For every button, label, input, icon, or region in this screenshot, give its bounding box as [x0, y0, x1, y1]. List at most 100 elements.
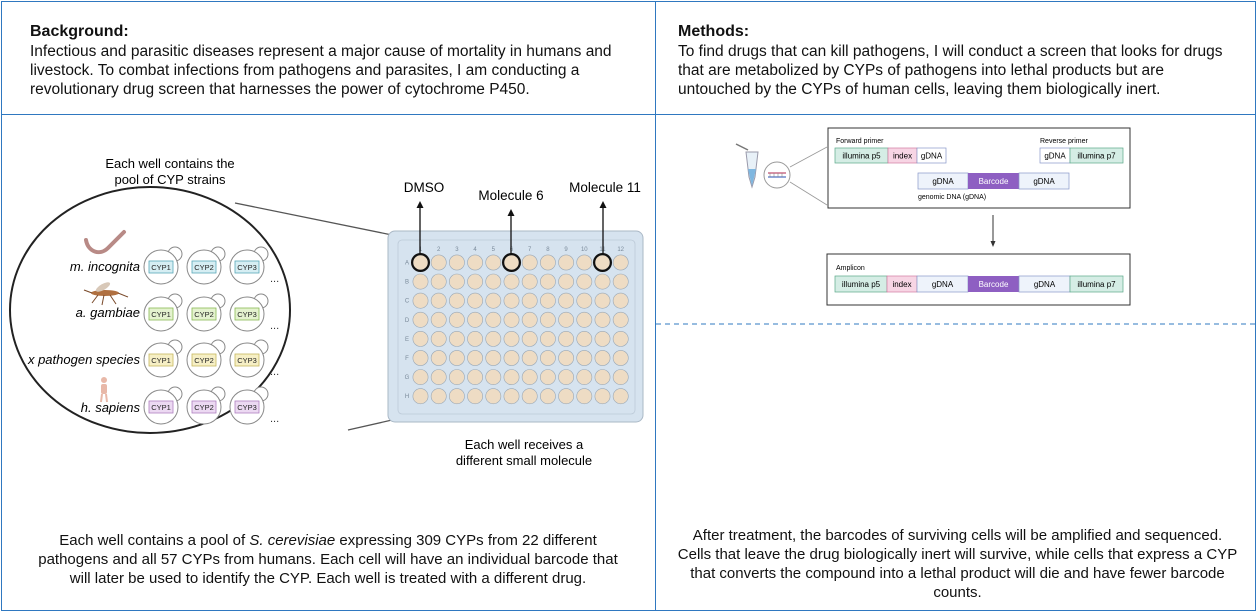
genomic-dna-label: genomic DNA (gDNA): [918, 194, 986, 201]
cyp-label: CYP1: [151, 263, 171, 272]
plate-well: [503, 330, 520, 347]
zoom-line-top: [234, 202, 393, 236]
species-label-h-sapiens: h. sapiens: [81, 400, 141, 415]
mosquito-icon: [83, 282, 129, 306]
plate-well: [521, 388, 538, 405]
cyp-tag: [191, 400, 217, 414]
plate-well: [521, 369, 538, 385]
plate-column-label: 9: [564, 247, 568, 253]
cyp-more-ellipsis: ...: [270, 320, 279, 332]
plate-well: [485, 330, 502, 347]
cyp-label: CYP2: [194, 263, 214, 272]
plate-well: [430, 388, 447, 405]
plate-well: [594, 311, 611, 328]
cyp-more-ellipsis: ...: [270, 413, 279, 425]
plate-well: [540, 292, 556, 309]
plate-column-label: 3: [455, 247, 459, 253]
genomic-gdna-left-label: gDNA: [932, 177, 954, 186]
plate-well: [448, 330, 465, 347]
amplicon-illumina-p7-segment: [1069, 275, 1124, 293]
screen-caption-before: Each well contains a pool of: [59, 532, 250, 549]
plate-well: [558, 311, 574, 328]
screen-caption-after: expressing 309 CYPs from 22 different pa…: [38, 532, 618, 587]
plate-well: [540, 273, 556, 290]
plate-well: [485, 388, 502, 405]
plate-well: [558, 369, 574, 385]
cyp-more-ellipsis: ...: [270, 366, 279, 378]
cyp-tag: [234, 353, 260, 367]
amplicon-label: Amplicon: [836, 265, 865, 272]
small-molecule-label-2: different small molecule: [456, 453, 592, 468]
plate-well: [430, 350, 447, 366]
species-label-x-pathogen: x pathogen species: [27, 352, 141, 367]
cyp-tag: [234, 307, 260, 321]
plate-well: [467, 330, 483, 347]
cyp-tag: [148, 307, 174, 321]
highlight-well-molecule-6: [502, 253, 522, 273]
plate-well: [576, 388, 593, 405]
cyp-label: CYP1: [151, 310, 171, 319]
forward-index-label: index: [893, 152, 912, 161]
plate-well: [430, 330, 447, 347]
plate-well: [576, 292, 593, 309]
plate-well: [540, 388, 556, 405]
plate-well: [412, 273, 429, 290]
cyp-label: CYP3: [237, 310, 257, 319]
plate-well: [485, 254, 502, 271]
plate-well: [448, 350, 465, 366]
plate-well: [467, 254, 483, 271]
plate-column-label: 4: [473, 247, 477, 253]
plate-well: [540, 330, 556, 347]
genomic-gdna-right-label: gDNA: [1033, 177, 1055, 186]
forward-gdna-label: gDNA: [921, 152, 943, 161]
plate-well: [430, 254, 447, 271]
plate-well: [412, 369, 429, 385]
plate-column-label: 5: [492, 247, 496, 253]
plate-row-label: G: [405, 375, 410, 381]
plate-well: [430, 292, 447, 309]
plate-well: [594, 369, 611, 385]
plate-well: [467, 388, 483, 405]
plate-row-label: E: [405, 337, 409, 343]
amplicon-gdna-left-label: gDNA: [932, 280, 954, 289]
plate-well: [576, 350, 593, 366]
plate-well: [448, 388, 465, 405]
cyp-label: CYP3: [237, 356, 257, 365]
plate-well: [612, 350, 629, 366]
plate-well: [521, 311, 538, 328]
background-heading: Background:: [30, 23, 129, 40]
plate-well: [521, 292, 538, 309]
amplicon-gdna-right-label: gDNA: [1034, 280, 1056, 289]
plate-well: [521, 350, 538, 366]
plate-well: [485, 311, 502, 328]
plate-well: [448, 311, 465, 328]
amplicon-barcode-segment: [968, 276, 1019, 292]
plate-well: [412, 311, 429, 328]
plate-column-label: 2: [437, 247, 441, 253]
cyp-tag: [148, 260, 174, 274]
plate-well: [540, 369, 556, 385]
plate-wells: 123456789101112ABCDEFGH: [405, 247, 629, 405]
dna-zoom-circle: [763, 161, 791, 189]
plate-column-label: 10: [581, 247, 588, 253]
forward-gdna-segment: [916, 147, 947, 164]
cyp-label: CYP2: [194, 356, 214, 365]
plate-column-label: 1: [419, 247, 423, 253]
screen-caption: Each well contains a pool of S. cerevisi…: [28, 531, 628, 588]
plate-well: [594, 330, 611, 347]
highlight-well-molecule-11: [592, 253, 612, 273]
dna-strand-icon: [768, 172, 786, 178]
methods-detail-panel: [655, 114, 1256, 611]
background-panel: Background: Infectious and parasitic dis…: [1, 1, 656, 115]
plate-column-label: 6: [510, 247, 514, 253]
cyp-tag: [234, 260, 260, 274]
plate-well: [612, 311, 629, 328]
plate-well: [576, 369, 593, 385]
plate-row-label: B: [405, 280, 409, 286]
plate-well: [503, 369, 520, 385]
methods-text: To find drugs that can kill pathogens, I…: [678, 43, 1223, 98]
molecule6-label: Molecule 6: [478, 188, 543, 203]
small-molecule-label-1: Each well receives a: [465, 437, 584, 452]
cyp-label: CYP3: [237, 263, 257, 272]
